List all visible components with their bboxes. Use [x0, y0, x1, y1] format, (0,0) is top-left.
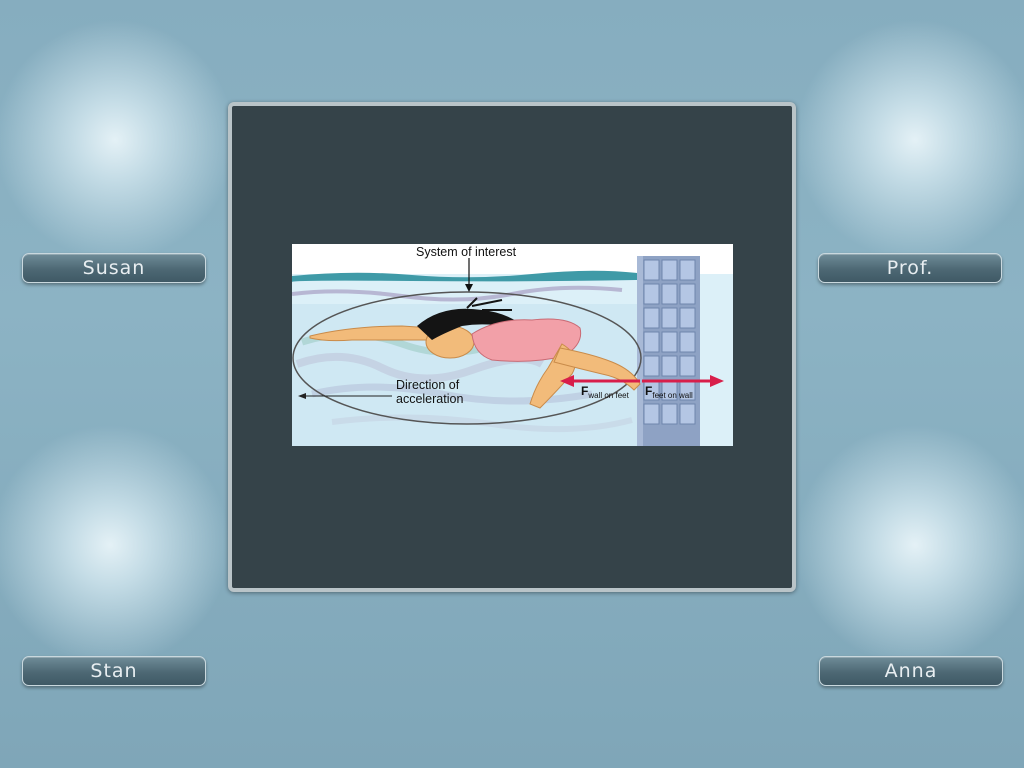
swimmer-illustration — [292, 256, 733, 446]
participant-button-prof[interactable]: Prof. — [818, 253, 1002, 283]
system-of-interest-label: System of interest — [416, 245, 517, 259]
force-wall-subscript: wall on feet — [588, 391, 629, 400]
force-wall-symbol: F — [581, 384, 589, 398]
participant-button-stan[interactable]: Stan — [22, 656, 206, 686]
force-wall-on-feet-label: Fwall on feet — [581, 382, 629, 400]
direction-label-line1: Direction of — [396, 378, 460, 392]
slide-figure: System of interest Direction of accelera… — [292, 244, 733, 446]
participant-button-susan[interactable]: Susan — [22, 253, 206, 283]
force-feet-symbol: F — [645, 384, 653, 398]
direction-label-line2: acceleration — [396, 392, 464, 407]
force-feet-subscript: feet on wall — [652, 391, 693, 400]
direction-of-acceleration-label: Direction of acceleration — [396, 378, 463, 407]
participant-button-anna[interactable]: Anna — [819, 656, 1003, 686]
force-feet-on-wall-label: Ffeet on wall — [645, 382, 693, 400]
